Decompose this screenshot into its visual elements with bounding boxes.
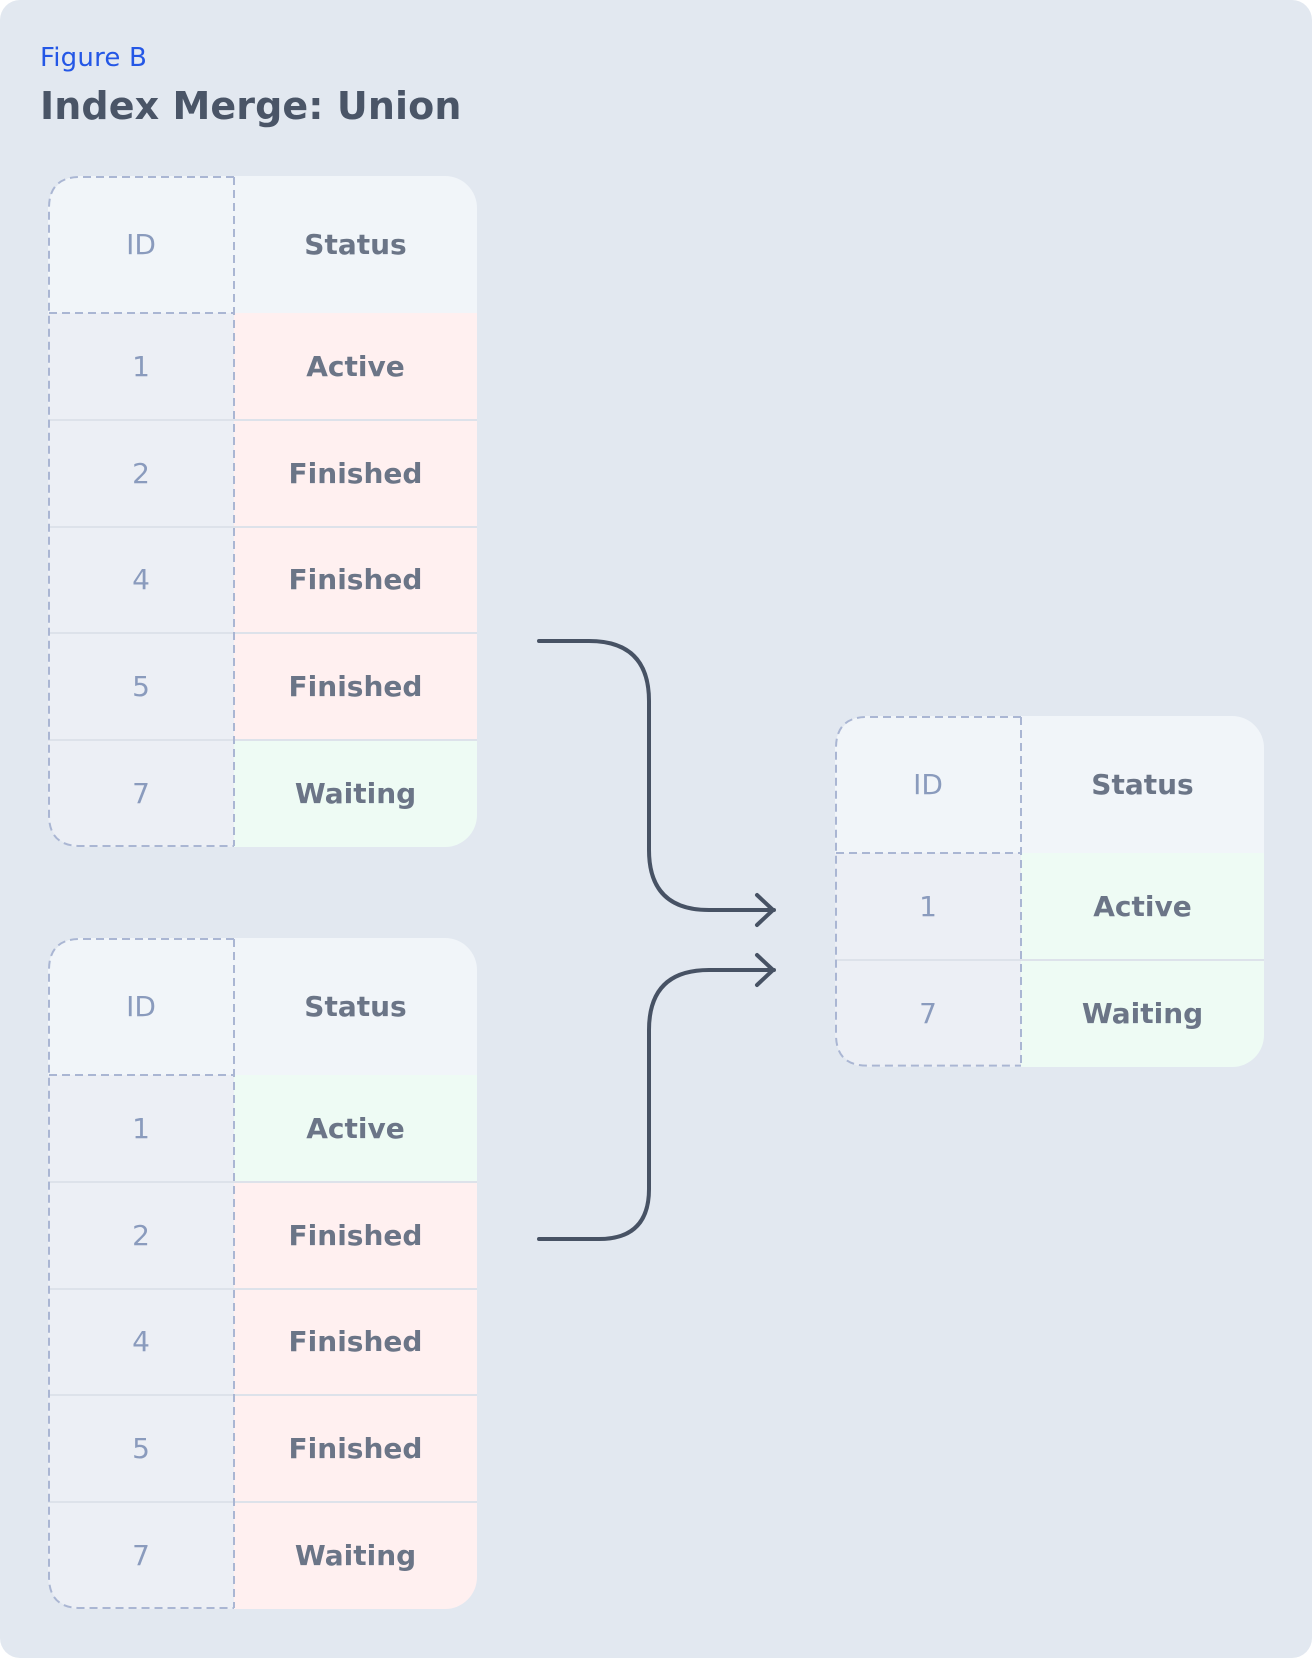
dashed-outline [48,176,235,847]
row-id: 2 [132,456,150,490]
matching-status-cell [1021,959,1264,1067]
row-status: Finished [288,456,423,490]
row-status: Finished [288,563,423,597]
id-column-header: ID [126,990,156,1023]
table-body [835,716,1264,1067]
matching-status-cell [234,1075,477,1183]
row-id: 5 [132,1432,150,1466]
row-id: 7 [132,777,150,811]
row-status: Finished [288,1325,423,1359]
arrowhead-icon [755,893,775,927]
row-id: 1 [132,1111,150,1145]
id-column-outline [48,938,234,1609]
id-cell [48,1075,234,1183]
status-column-header: Status [304,990,407,1023]
matching-status-cell [1021,853,1264,961]
table-header-row [48,176,477,313]
row-status: Active [1093,889,1192,923]
figure-title: Index Merge: Union [40,84,462,128]
status-cell [234,1288,477,1397]
row-id: 4 [132,1325,150,1359]
id-cell [48,419,234,528]
row-status: Waiting [1081,996,1204,1030]
row-status: Active [306,349,405,383]
row-divider [48,1394,477,1397]
id-cell [48,526,234,635]
row-status: Finished [288,670,423,704]
status-cell [234,1181,477,1290]
row-status: Finished [288,1218,423,1252]
status-column-header: Status [304,228,407,261]
status-cell [234,633,477,742]
row-divider [48,418,477,421]
id-cell [48,740,234,847]
row-id: 7 [919,996,937,1030]
row-divider [48,1180,477,1183]
row-status: Finished [288,1432,423,1466]
figure-label: Figure B [40,43,148,73]
row-status: Waiting [294,1539,417,1573]
status-cell [234,1395,477,1504]
id-cell [48,1502,234,1609]
id-cell [48,1395,234,1504]
arrow-from-table-1 [537,639,776,912]
dashed-outline [48,938,235,1609]
dashed-outline [835,716,1022,1067]
row-status: Active [306,1111,405,1145]
id-cell [835,853,1021,961]
table-header-row [835,716,1264,853]
matching-status-cell [234,740,477,847]
id-column-outline [48,176,234,847]
status-cell [234,419,477,528]
row-divider [835,958,1264,961]
id-cell [48,1181,234,1290]
arrowhead-icon [755,953,775,987]
arrow-from-table-2 [537,968,776,1241]
row-id: 1 [919,889,937,923]
id-column-header: ID [126,228,156,261]
status-cell [234,1502,477,1609]
status-column-header: Status [1091,768,1194,801]
row-divider [48,1501,477,1504]
status-cell [234,313,477,421]
status-cell [234,526,477,635]
row-divider [48,525,477,528]
result-table: ID Status 1 Active 7 Waiting [835,716,1264,1067]
id-cell [48,633,234,742]
row-id: 4 [132,563,150,597]
row-divider [48,1287,477,1290]
table-header-row [48,938,477,1075]
row-id: 2 [132,1218,150,1252]
row-status: Waiting [294,777,417,811]
id-column-header: ID [913,768,943,801]
row-id: 1 [132,349,150,383]
row-divider [48,739,477,742]
row-id: 5 [132,670,150,704]
id-cell [48,1288,234,1397]
row-id: 7 [132,1539,150,1573]
table-body [48,176,477,847]
table-body [48,938,477,1609]
id-cell [48,313,234,421]
row-divider [48,632,477,635]
id-cell [835,959,1021,1067]
